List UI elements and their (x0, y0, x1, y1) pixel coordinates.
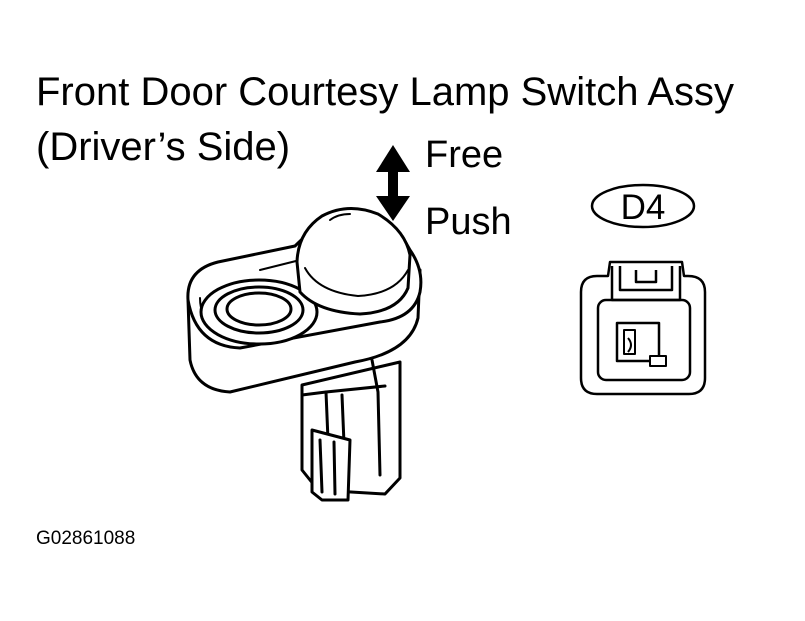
figure-code: G02861088 (36, 528, 136, 549)
connector-face-icon (579, 260, 707, 396)
double-arrow-icon (376, 145, 410, 221)
push-label: Push (425, 201, 512, 243)
lamp-switch-illustration (186, 207, 423, 502)
connector-code-badge: D4 (590, 183, 696, 229)
connector-code-text: D4 (621, 188, 666, 227)
free-label: Free (425, 134, 504, 176)
title-line-1: Front Door Courtesy Lamp Switch Assy (36, 70, 735, 114)
title-line-2: (Driver’s Side) (36, 125, 291, 169)
